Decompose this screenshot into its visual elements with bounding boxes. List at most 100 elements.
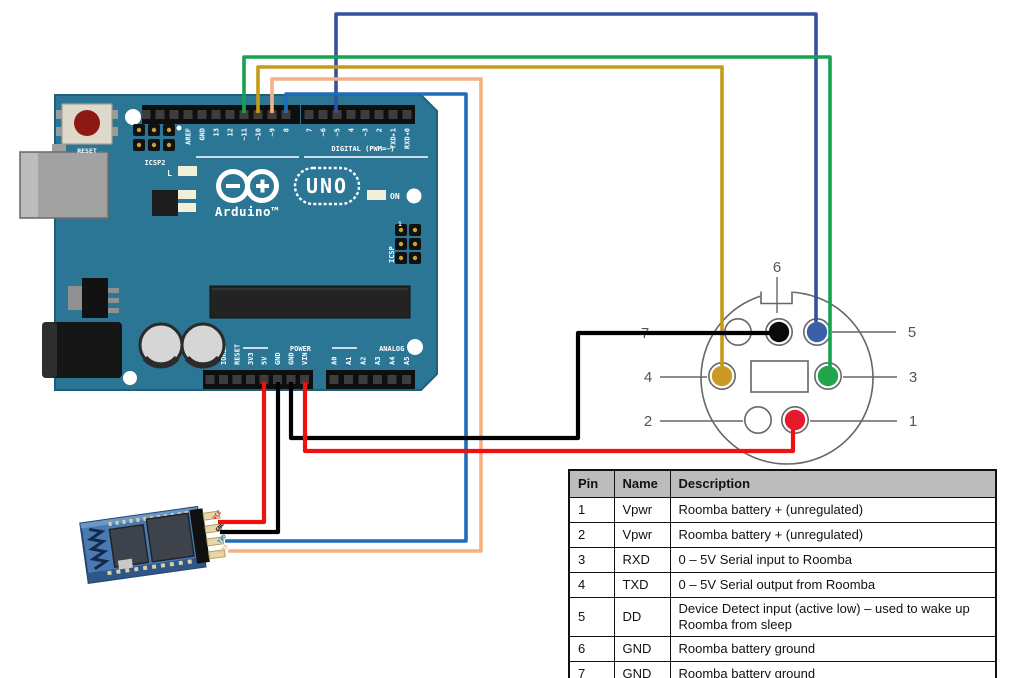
pin-hole (344, 375, 353, 384)
table-header-cell: Pin (568, 469, 615, 498)
pin-label: ~10 (255, 128, 263, 141)
power-jack (42, 322, 122, 378)
pin-label: 3V3 (247, 352, 255, 365)
icsp-pin-dot (398, 255, 404, 261)
pin-hole (373, 375, 382, 384)
wire-red-vin-to-din1 (302, 382, 796, 454)
led-on-label: ON (390, 192, 400, 201)
wire-orange-d9-to-bt (228, 77, 483, 553)
usb-cap (21, 153, 38, 217)
pin-hole (273, 375, 282, 384)
bt-pin (207, 549, 226, 560)
icsp-pin-dot (166, 127, 172, 133)
mounting-hole (123, 371, 137, 385)
voltage-regulator (68, 278, 119, 318)
brand-label: Arduino™ (215, 204, 279, 219)
table-cell: 6 (568, 635, 615, 662)
icsp-header (395, 224, 421, 264)
pin-label: RXD◂0 (404, 128, 412, 149)
pin-hole (332, 110, 342, 119)
reset-button: RESET (56, 103, 118, 155)
table-cell: GND (613, 660, 671, 678)
digital-header-strip-right (301, 105, 415, 124)
pin-label: ~3 (362, 128, 370, 136)
power-jack-body (42, 322, 122, 378)
pin-label: 5V (261, 356, 269, 365)
pin-label: A5 (403, 357, 411, 365)
reset-tab (111, 127, 118, 136)
reset-cap (74, 110, 100, 136)
pin-hole (246, 375, 255, 384)
regulator-body (82, 278, 108, 318)
reset-tab (56, 110, 63, 119)
icsp-pin-dot (398, 241, 404, 247)
icsp-pin-dot (136, 127, 142, 133)
din-pin-2 (743, 405, 772, 434)
pin-label: IOREF (220, 344, 228, 365)
led-on (367, 190, 386, 200)
pin-label: A3 (374, 357, 382, 365)
wires (218, 12, 832, 553)
din-pin-number: 2 (644, 413, 652, 430)
pin-label: GND (288, 352, 296, 365)
pin-hole (402, 110, 412, 119)
led-tx (177, 190, 196, 199)
pin-hole (141, 110, 151, 119)
din-pin-number: 1 (909, 413, 917, 430)
table-header-cell: Name (613, 469, 671, 498)
table-cell: 7 (568, 660, 615, 678)
power-group-label: POWER (290, 345, 312, 353)
icsp2-header (133, 124, 175, 151)
wire-gold-d10-to-din4 (256, 65, 724, 373)
power-jack-cap (42, 322, 57, 378)
pin-hole (232, 375, 242, 384)
pin-label: 8 (283, 128, 291, 132)
bt-pin-label: TXD (217, 533, 228, 545)
pin-label: 13 (213, 128, 221, 136)
mounting-hole (125, 109, 141, 125)
bt-pin (204, 523, 223, 534)
bluetooth-module (79, 505, 226, 585)
din-pin-number: 4 (644, 369, 652, 386)
table-cell: 3 (568, 547, 615, 573)
pin-hole (329, 375, 339, 384)
wire-black-gnd-to-bt (220, 382, 281, 535)
icsp-pin-dot (412, 255, 418, 261)
table-cell: Vpwr (613, 497, 671, 523)
icsp-label: ICSP (388, 246, 396, 263)
table-cell: TXD (613, 572, 671, 598)
pin-label: VIN (301, 352, 309, 365)
icsp-pin-dot (166, 142, 172, 148)
din-pin-number: 3 (909, 369, 917, 386)
table-cell: Roomba battery + (unregulated) (669, 522, 997, 548)
pin-label: 12 (227, 128, 235, 136)
led-l (178, 166, 197, 176)
pin-label: A1 (345, 357, 353, 365)
table-cell: 0 – 5V Serial output from Roomba (669, 572, 997, 598)
pin-label: ~11 (241, 128, 249, 141)
table-cell: RXD (613, 547, 671, 573)
pin-hole (155, 110, 165, 119)
table-cell: Roomba battery ground (669, 660, 997, 678)
logo-ring-plus (245, 169, 279, 203)
table-cell: 2 (568, 522, 615, 548)
icsp-pin-dot (151, 142, 157, 148)
led-rx (177, 203, 196, 212)
regulator-leg (108, 288, 119, 293)
capacitor-stripe (142, 355, 180, 369)
digital-pwm-label: DIGITAL (PWM=~) (331, 145, 394, 153)
pin-label: AREF (185, 128, 193, 145)
pin-label: ~6 (320, 128, 328, 136)
pin-hole (374, 110, 384, 119)
analog-header-strip (326, 370, 415, 389)
pin-hole (388, 110, 398, 119)
